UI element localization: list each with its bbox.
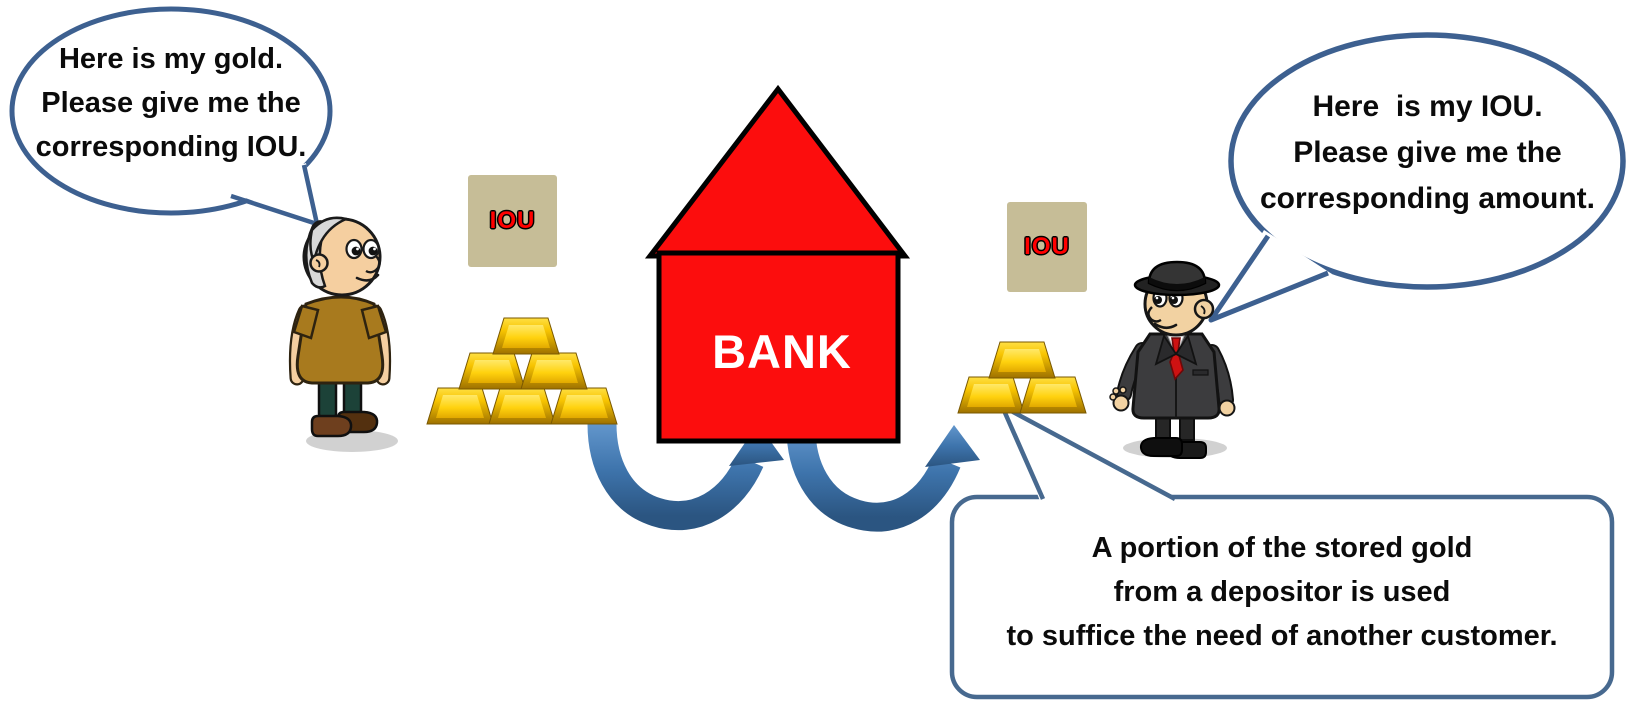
- iou-note-right: IOU: [1007, 202, 1087, 292]
- speech-line: Please give me the: [1293, 136, 1562, 169]
- gold-bar-icon: [550, 387, 618, 425]
- callout-line: A portion of the stored gold: [1091, 532, 1473, 564]
- gold-bar-icon: [426, 387, 494, 425]
- callout-text: A portion of the stored gold from a depo…: [972, 526, 1592, 658]
- speech-right-text: Here is my IOU. Please give me the corre…: [1237, 84, 1618, 222]
- gold-bar-icon: [988, 341, 1056, 379]
- gold-bar-icon: [1019, 376, 1087, 414]
- speech-line: Please give me the: [41, 87, 301, 119]
- arrowhead-up-icon: [729, 424, 784, 466]
- gold-bar-icon: [458, 352, 526, 390]
- iou-note-left: IOU: [468, 175, 557, 267]
- bank-label: BANK: [712, 325, 852, 378]
- speech-line: Here is my gold.: [58, 43, 283, 75]
- iou-label: IOU: [1024, 233, 1070, 260]
- arrowhead-up-icon: [925, 425, 980, 467]
- speech-left-text: Here is my gold. Please give me the corr…: [21, 37, 321, 169]
- speech-line: Here is my IOU.: [1312, 90, 1543, 123]
- borrower-character: [1109, 260, 1236, 459]
- gold-bar-icon: [957, 376, 1025, 414]
- callout-box: [949, 403, 1615, 700]
- deposit-flow-arrow: [587, 423, 784, 531]
- depositor-character: [288, 216, 398, 452]
- callout-line: to suffice the need of another customer.: [1006, 620, 1558, 652]
- gold-bar-icon: [488, 387, 556, 425]
- gold-pile-right: [957, 341, 1087, 414]
- gold-bar-icon: [520, 352, 588, 390]
- speech-line: corresponding IOU.: [35, 131, 307, 163]
- speech-line: corresponding amount.: [1259, 182, 1595, 215]
- gold-pile-left: [426, 317, 618, 425]
- bank-body: [656, 250, 901, 444]
- speech-tail: [1208, 234, 1329, 323]
- speech-bubble-right: [1208, 32, 1626, 323]
- bank-roof: [644, 84, 911, 259]
- gold-bar-icon: [492, 317, 560, 355]
- bank-building: [644, 84, 911, 444]
- iou-label: IOU: [489, 207, 536, 234]
- shirt: [295, 295, 385, 385]
- callout-line: from a depositor is used: [1113, 576, 1451, 608]
- withdraw-flow-arrow: [786, 425, 980, 532]
